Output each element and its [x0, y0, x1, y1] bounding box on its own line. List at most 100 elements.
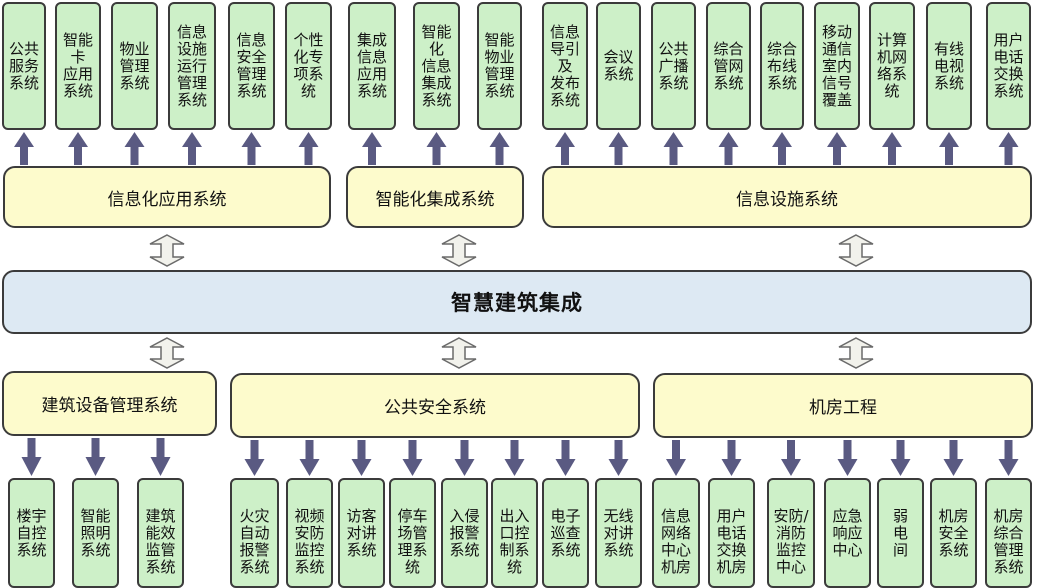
connector-arrow-top: [149, 234, 185, 267]
connector-arrow-bottom: [149, 337, 185, 369]
up-arrow-shaft: [188, 146, 196, 165]
up-arrow-head: [14, 132, 34, 147]
down-arrow-head: [555, 459, 576, 476]
up-arrow-shaft: [561, 146, 569, 165]
up-arrow-shaft: [432, 146, 441, 165]
up-arrow-head: [772, 132, 792, 147]
bottom-group-2: 公共安全系统: [230, 373, 640, 438]
down-arrow-shaft: [614, 440, 623, 460]
up-arrow-head: [182, 132, 202, 147]
down-arrow-head: [721, 459, 742, 476]
arrow-layer: [14, 132, 1019, 476]
top-leaf: 智能物业管理系统: [477, 2, 522, 130]
up-arrow-shaft: [368, 146, 376, 165]
top-leaf: 智能卡应用系统: [55, 2, 101, 130]
down-arrow-shaft: [672, 440, 680, 460]
up-arrow-shaft: [20, 146, 28, 165]
down-arrow-head: [402, 459, 423, 476]
top-leaf: 公共广播系统: [651, 2, 696, 130]
up-arrow-head: [718, 132, 739, 147]
connector-arrow-top: [441, 234, 477, 267]
top-leaf: 计算机网络系统: [869, 2, 915, 130]
down-arrow-head: [943, 459, 964, 476]
up-arrow-shaft: [888, 146, 896, 165]
down-arrow-head: [454, 459, 475, 476]
up-arrow-head: [998, 132, 1019, 147]
up-arrow-shaft: [945, 146, 953, 165]
down-arrow-head: [150, 457, 171, 476]
up-arrow-head: [241, 132, 262, 147]
up-arrow-shaft: [669, 146, 678, 165]
up-arrow-head: [489, 132, 510, 147]
up-arrow-head: [882, 132, 902, 147]
down-arrow-head: [666, 459, 686, 476]
up-arrow-shaft: [247, 146, 256, 165]
up-arrow-shaft: [495, 146, 504, 165]
down-arrow-head: [21, 457, 42, 476]
up-arrow-head: [426, 132, 447, 147]
down-arrow-head: [837, 459, 858, 476]
down-arrow-head: [781, 459, 801, 476]
top-group-1: 信息化应用系统: [3, 166, 331, 228]
down-arrow-head: [85, 457, 106, 476]
connector-arrow-bottom: [838, 337, 874, 369]
connector-arrow-bottom: [441, 337, 477, 369]
top-leaf: 会议系统: [596, 2, 641, 130]
top-leaf: 有线电视系统: [926, 2, 972, 130]
down-arrow-head: [890, 459, 911, 476]
up-arrow-head: [68, 132, 88, 147]
top-leaf: 用户电话交换系统: [986, 2, 1031, 130]
up-arrow-shaft: [130, 146, 139, 165]
top-leaf: 移动通信室内信号覆盖: [814, 2, 860, 130]
down-arrow-shaft: [1004, 440, 1013, 460]
down-arrow-shaft: [408, 440, 417, 460]
top-leaf: 物业管理系统: [111, 2, 158, 130]
down-arrow-shaft: [510, 440, 519, 460]
down-arrow-head: [299, 459, 320, 476]
up-arrow-shaft: [833, 146, 841, 165]
up-arrow-shaft: [778, 146, 786, 165]
top-leaf: 综合布线系统: [760, 2, 804, 130]
up-arrow-head: [298, 132, 319, 147]
down-arrow-head: [244, 459, 265, 476]
top-leaf: 智能化信息集成系统: [413, 2, 460, 130]
top-group-2: 智能化集成系统: [346, 166, 524, 228]
up-arrow-head: [124, 132, 145, 147]
top-leaf: 信息设施运行管理系统: [168, 2, 216, 130]
top-leaf: 集成信息应用系统: [348, 2, 396, 130]
down-arrow-shaft: [561, 440, 570, 460]
up-arrow-shaft: [74, 146, 82, 165]
down-arrow-shaft: [896, 440, 905, 460]
down-arrow-head: [504, 459, 525, 476]
down-arrow-shaft: [91, 438, 100, 458]
connector-arrow-top: [838, 234, 874, 267]
down-arrow-shaft: [787, 440, 795, 460]
up-arrow-head: [555, 132, 575, 147]
down-arrow-shaft: [250, 440, 259, 460]
down-arrow-shaft: [305, 440, 314, 460]
down-arrow-shaft: [460, 440, 469, 460]
top-leaf: 个性化专项系统: [285, 2, 332, 130]
up-arrow-shaft: [304, 146, 313, 165]
up-arrow-head: [939, 132, 959, 147]
down-arrow-shaft: [949, 440, 958, 460]
down-arrow-shaft: [27, 438, 36, 458]
down-arrow-head: [608, 459, 629, 476]
central-box: 智慧建筑集成: [2, 270, 1032, 334]
bottom-group-1: 建筑设备管理系统: [2, 371, 217, 436]
top-leaf: 信息导引及发布系统: [542, 2, 588, 130]
bottom-group-3: 机房工程: [653, 373, 1033, 438]
down-arrow-shaft: [357, 440, 366, 460]
down-arrow-head: [351, 459, 372, 476]
up-arrow-shaft: [614, 146, 623, 165]
up-arrow-head: [827, 132, 847, 147]
down-arrow-shaft: [156, 438, 165, 458]
down-arrow-shaft: [843, 440, 852, 460]
top-leaf: 公共服务系统: [2, 2, 46, 130]
up-arrow-shaft: [724, 146, 733, 165]
up-arrow-head: [608, 132, 629, 147]
down-arrow-shaft: [727, 440, 736, 460]
top-group-3: 信息设施系统: [542, 166, 1032, 228]
up-arrow-head: [663, 132, 684, 147]
up-arrow-shaft: [1004, 146, 1013, 165]
